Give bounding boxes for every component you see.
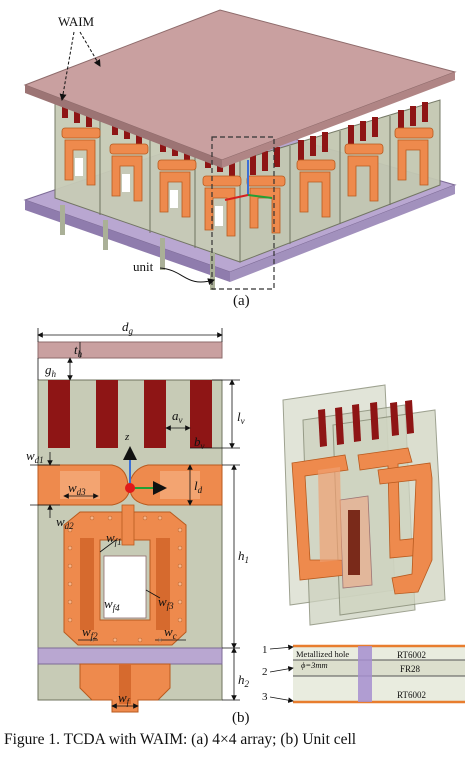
dim-h2: h2: [238, 672, 250, 689]
figure-caption: Figure 1. TCDA with WAIM: (a) 4×4 array;…: [4, 731, 357, 748]
material-top: RT6002: [397, 650, 426, 660]
layer-stackup: 1 2 3 Metallized hole ϕ=3mm RT6002 FR28 …: [262, 644, 465, 704]
axis-z-label: z: [124, 431, 130, 443]
vias: [67, 515, 183, 643]
unit-label: unit: [133, 259, 154, 274]
unit-cell-front-view: z: [26, 319, 250, 726]
dim-h1: h1: [238, 548, 249, 565]
hole-label-line1: Metallized hole: [296, 649, 349, 659]
array-isometric-view: WAIM unit (a): [23, 9, 457, 309]
dim-wd2: wd2: [56, 514, 74, 531]
dim-av: av: [172, 408, 183, 425]
panel-b-label: (b): [232, 710, 250, 726]
red-strips: [48, 380, 212, 448]
dim-wf: wf: [118, 690, 131, 707]
dim-wd1: wd1: [26, 448, 44, 465]
waim-slab-side: [222, 72, 455, 168]
dim-dg: dg: [122, 319, 134, 336]
ground-plane-side: [230, 185, 455, 282]
waim-slab-front: [25, 85, 222, 168]
ground-band: [37, 647, 223, 665]
dim-th: th: [74, 342, 83, 359]
unit-cell-highlight-box: [211, 136, 275, 290]
dimension-lines: [30, 328, 240, 709]
layer-num-3: 3: [262, 691, 268, 703]
layer-num-2: 2: [262, 666, 268, 678]
dim-wf3: wf3: [158, 594, 174, 611]
metallized-hole: [358, 646, 372, 702]
dim-wd3: wd3: [68, 480, 86, 497]
panel-a-label: (a): [233, 293, 250, 309]
material-bottom: RT6002: [397, 690, 426, 700]
dim-gh: gh: [45, 362, 57, 379]
dim-wf2: wf2: [82, 624, 98, 641]
dim-wf4: wf4: [104, 596, 120, 613]
feed-loop: [63, 511, 187, 646]
slot-windows: [75, 158, 223, 226]
dim-lv: lv: [237, 409, 245, 426]
dim-bv: bv: [194, 434, 205, 451]
unit-cell-exploded-view: [282, 384, 446, 626]
dim-ld: ld: [194, 478, 203, 495]
dim-wc: wc: [164, 624, 177, 641]
dim-wf1: wf1: [106, 530, 122, 547]
center-slot: [103, 555, 147, 619]
waim-strip: [37, 341, 223, 359]
material-mid: FR28: [400, 664, 421, 674]
layer-num-1: 1: [262, 644, 268, 656]
ground-plane-front: [25, 200, 230, 282]
hole-label-line2: ϕ=3mm: [301, 660, 328, 670]
waim-label: WAIM: [58, 14, 95, 29]
